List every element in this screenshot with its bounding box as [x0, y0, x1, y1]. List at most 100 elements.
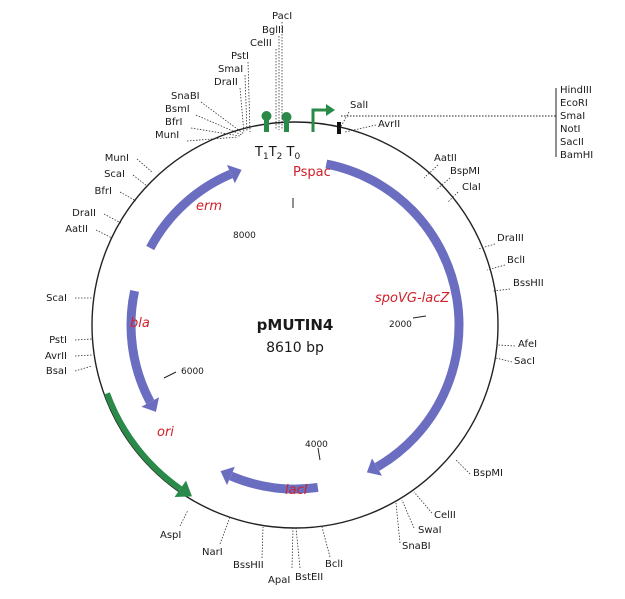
mcs-list: HindIII EcoRI SmaI NotI SacII BamHI	[341, 85, 593, 161]
site-label: BclI	[507, 255, 525, 266]
site-leader-line	[244, 74, 248, 133]
site-label: ScaI	[104, 169, 125, 180]
site-leader-line	[200, 101, 245, 135]
site-leader-line	[95, 229, 113, 239]
spovg-lacz-arc	[325, 159, 464, 471]
terminators: T1T2 T0	[254, 111, 300, 162]
feature-label-ori: ori	[157, 425, 174, 440]
feature-label-erm: erm	[196, 199, 222, 214]
site-leader-line	[239, 87, 245, 134]
feature-label-pspac: Pspac	[293, 165, 331, 180]
site-leader-line	[495, 357, 513, 363]
site-label: BspMI	[473, 468, 503, 479]
ori-arc	[104, 392, 183, 492]
mcs-site-label: NotI	[560, 124, 580, 135]
site-label: BstEII	[295, 572, 323, 583]
feature-arcs	[104, 159, 464, 498]
site-leader-line	[344, 124, 377, 133]
site-label: SnaBI	[171, 91, 200, 102]
plasmid-name: pMUTIN4	[257, 316, 334, 334]
site-label: MunI	[155, 130, 179, 141]
site-label: ClaI	[462, 182, 481, 193]
spovg-lacz-arc-head	[366, 458, 382, 476]
site-leader-line	[477, 243, 496, 250]
site-leader-line	[74, 365, 93, 372]
site-label: DraIII	[497, 233, 524, 244]
bla-arc	[126, 289, 155, 405]
site-leader-line	[186, 136, 239, 142]
site-leader-line	[74, 338, 93, 341]
site-leader-line	[338, 111, 350, 131]
site-label: BglII	[262, 25, 284, 36]
site-label: SnaBI	[402, 541, 431, 552]
mcs-marker	[337, 122, 341, 134]
site-label: PacI	[272, 11, 292, 22]
site-label: BfrI	[95, 186, 112, 197]
coord-label-6000: 6000	[181, 367, 204, 377]
site-label: SalI	[350, 100, 368, 111]
site-leader-line	[295, 527, 301, 569]
site-label: ApaI	[268, 575, 290, 586]
site-leader-line	[179, 509, 189, 527]
site-leader-line	[291, 527, 294, 569]
coord-label-8000: 8000	[233, 231, 256, 241]
site-leader-line	[261, 526, 264, 559]
site-label: DraII	[72, 208, 96, 219]
site-leader-line	[413, 491, 433, 514]
ori-arc-head	[174, 480, 192, 498]
terminator-t1-label: T1T2 T0	[254, 145, 300, 162]
site-label: NarI	[202, 547, 223, 558]
site-label: MunI	[105, 153, 129, 164]
site-label: BclI	[325, 559, 343, 570]
site-leader-line	[401, 499, 415, 529]
bla-arc-head	[141, 397, 160, 412]
site-label: SmaI	[218, 64, 243, 75]
site-leader-line	[395, 502, 401, 544]
site-label: AfeI	[518, 339, 537, 350]
laci-arc	[229, 471, 319, 494]
site-label: BssHII	[233, 560, 264, 571]
site-leader-line	[132, 174, 148, 187]
site-label: AatII	[434, 153, 457, 164]
feature-label-laci: lacI	[285, 483, 308, 498]
mcs-site-label: EcoRI	[560, 98, 588, 109]
site-label: CelII	[250, 38, 272, 49]
mcs-site-label: SacII	[560, 137, 584, 148]
pspac-promoter-arrow	[311, 104, 335, 132]
site-label: BspMI	[450, 166, 480, 177]
site-leader-line	[321, 526, 331, 558]
mcs-site-label: SmaI	[560, 111, 585, 122]
site-label: ScaI	[46, 293, 67, 304]
site-label: BssHII	[513, 278, 544, 289]
erm-arc-head	[227, 164, 242, 184]
restriction-site-labels: PacIBglIICelIIPstISmaIDraIISnaBIBsmIBfrI…	[45, 11, 544, 586]
plasmid-backbone	[91, 121, 499, 529]
site-leader-line	[74, 354, 93, 357]
site-label: PstI	[231, 51, 249, 62]
terminator-t1-icon	[261, 111, 272, 121]
site-leader-line	[497, 344, 516, 347]
site-label: DraII	[214, 77, 238, 88]
site-label: AspI	[160, 530, 181, 541]
coord-label-2000: 2000	[389, 320, 412, 330]
site-leader-line	[103, 213, 122, 224]
terminator-t2-stem	[284, 117, 289, 132]
site-leader-line	[190, 127, 241, 137]
site-leader-line	[219, 516, 231, 545]
mcs-site-label: BamHI	[560, 150, 593, 161]
mcs-site-label: HindIII	[560, 85, 592, 96]
site-label: AatII	[65, 224, 88, 235]
site-leader-line	[136, 158, 153, 173]
site-label: CelII	[434, 510, 456, 521]
coord-label-4000: 4000	[305, 440, 328, 450]
site-label: BfrI	[165, 117, 182, 128]
site-label: SwaI	[418, 525, 442, 536]
site-label: BsmI	[165, 104, 190, 115]
terminator-t1-stem	[264, 116, 269, 132]
site-label: SacI	[514, 356, 535, 367]
plasmid-size: 8610 bp	[266, 340, 324, 356]
site-leader-line	[486, 264, 506, 271]
site-label: AvrII	[378, 119, 400, 130]
site-leader-line	[119, 191, 137, 202]
